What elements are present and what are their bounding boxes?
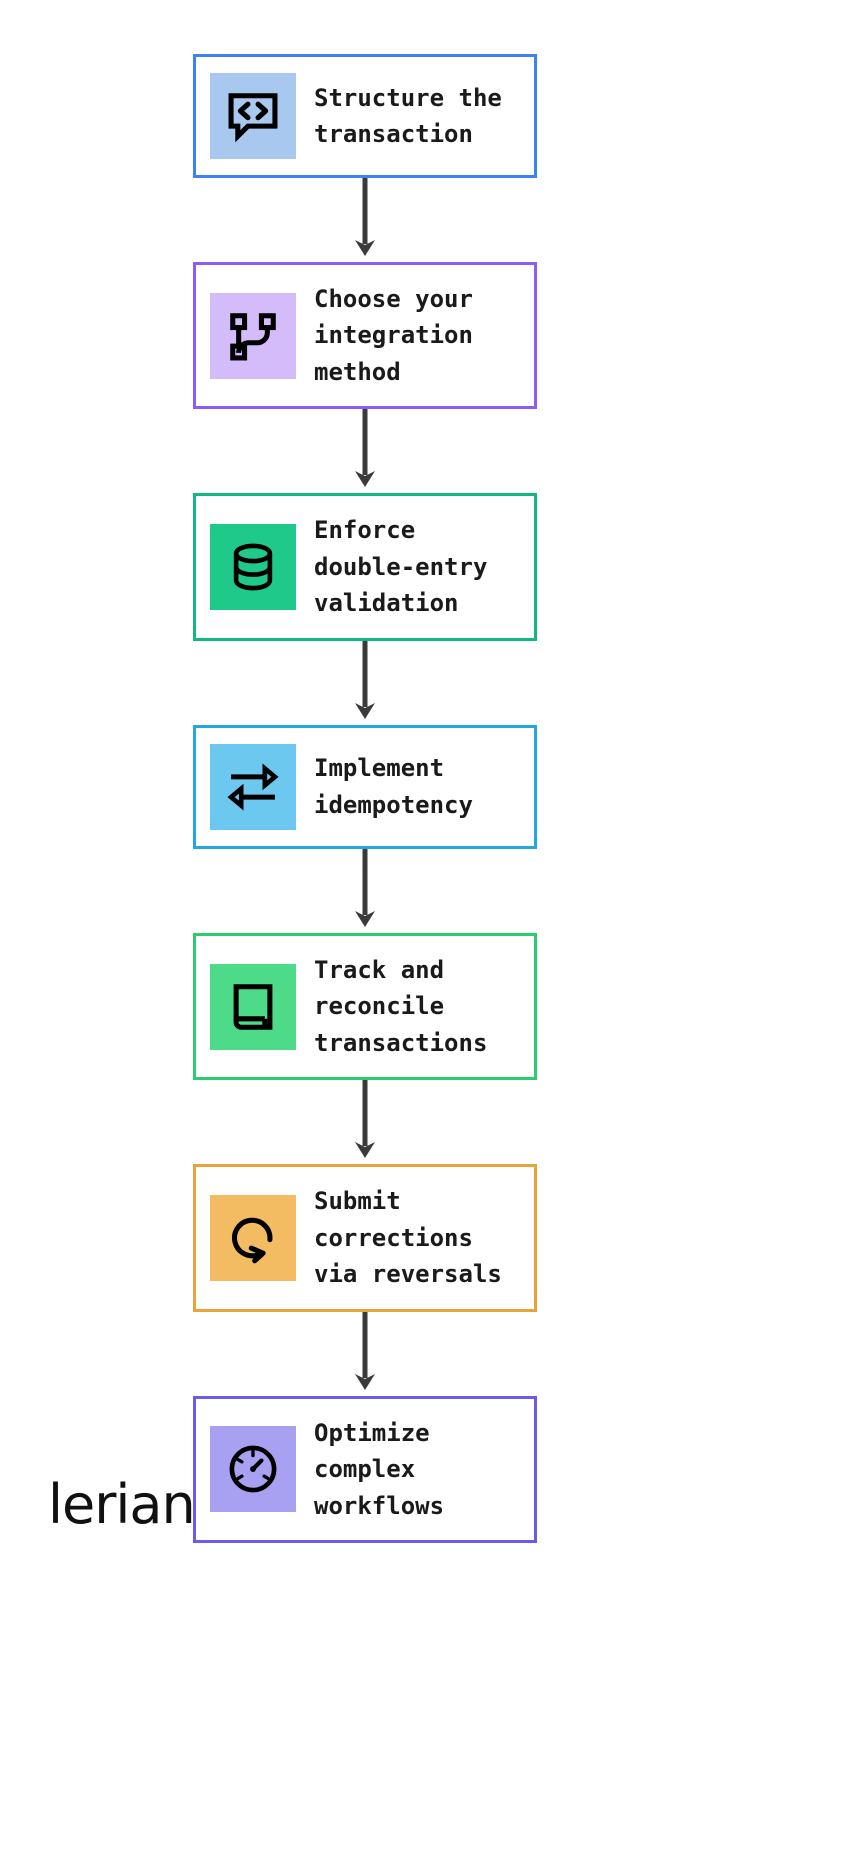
flow-step-list: Structure the transaction Choose your in… (193, 54, 537, 1544)
flow-connector-5-6 (193, 1080, 537, 1164)
flow-connector-3-4 (193, 640, 537, 725)
flow-step-structure-the-transaction[interactable]: Structure the transaction (193, 54, 537, 178)
lerian-wordmark: lerian (48, 1473, 196, 1536)
flow-connector-6-7 (193, 1311, 537, 1396)
database-icon-tile (210, 524, 296, 611)
flow-step-label: Structure the transaction (314, 83, 502, 148)
flow-step-label: Choose your integration method (314, 285, 473, 386)
database-icon (233, 543, 273, 591)
flow-step-label: Implement idempotency (314, 754, 473, 819)
swap-arrows-icon-tile (210, 743, 296, 830)
flow-step-label: Submit corrections via reversals (314, 1187, 502, 1289)
flow-step-label: Enforce double-entry validation (314, 516, 488, 618)
flow-step-track-and-reconcile-transactions[interactable]: Track and reconcile transactions (193, 932, 537, 1081)
gauge-icon (229, 1445, 277, 1493)
swap-arrows-icon (227, 763, 279, 811)
book-icon-tile (210, 963, 296, 1050)
flow-step-implement-idempotency[interactable]: Implement idempotency (193, 724, 537, 849)
git-branch-icon (230, 312, 276, 361)
code-chat-icon-tile (210, 73, 296, 159)
flow-step-label: Track and reconcile transactions (314, 955, 488, 1057)
git-branch-icon-tile (210, 292, 296, 379)
flow-connector-2-3 (193, 409, 537, 493)
flow-connector-4-5 (193, 848, 537, 933)
flow-step-choose-your-integration-method[interactable]: Choose your integration method (193, 262, 537, 410)
flow-connector-1-2 (193, 178, 537, 262)
flow-step-submit-corrections-via-reversals[interactable]: Submit corrections via reversals (193, 1164, 537, 1312)
book-icon (233, 983, 273, 1030)
code-chat-icon (228, 93, 278, 143)
rotate-ccw-icon-tile (210, 1194, 296, 1281)
flow-step-optimize-complex-workflows[interactable]: Optimize complex workflows (193, 1395, 537, 1544)
flow-step-label: Optimize complex workflows (314, 1418, 445, 1520)
flow-step-enforce-double-entry-validation[interactable]: Enforce double-entry validation (193, 493, 537, 641)
gauge-icon-tile (210, 1426, 296, 1513)
rotate-ccw-icon (232, 1217, 273, 1264)
